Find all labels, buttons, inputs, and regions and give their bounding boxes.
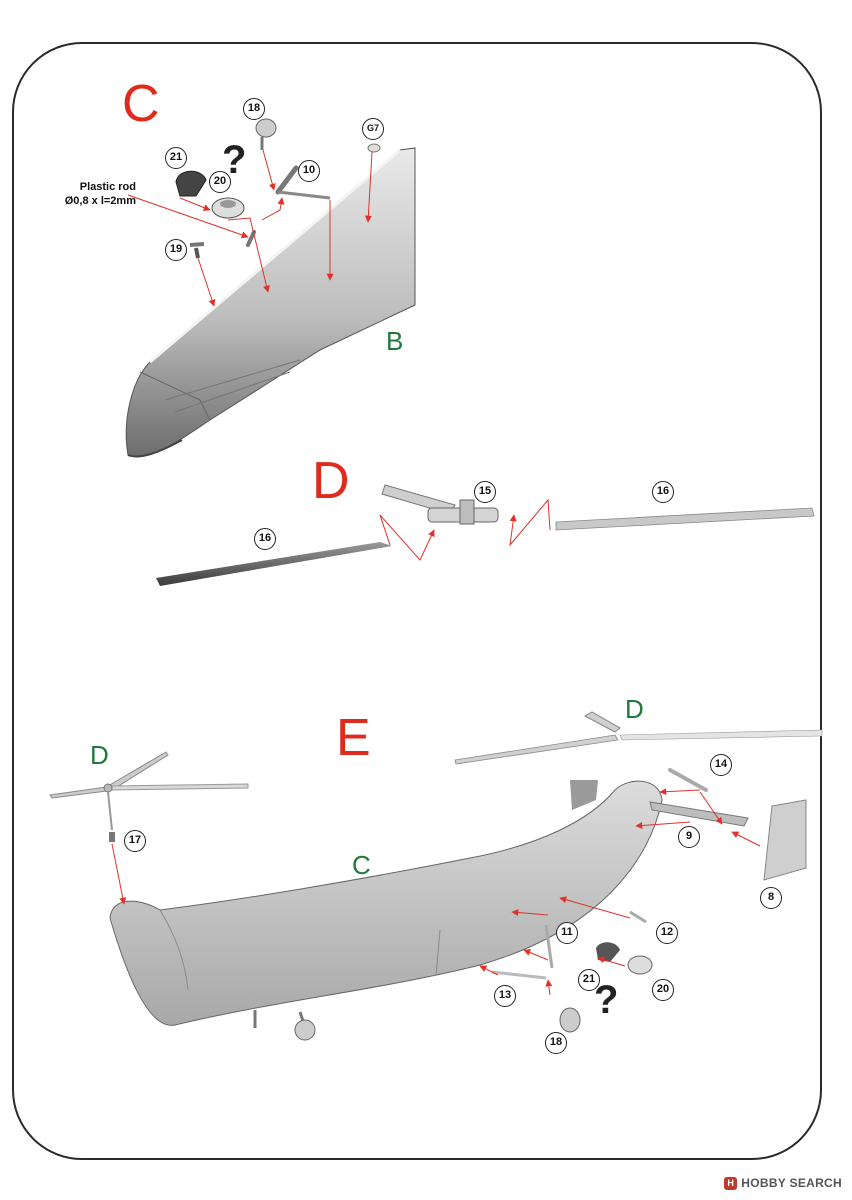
callout-15: 15 xyxy=(474,481,496,503)
watermark-logo-icon: H xyxy=(724,1176,738,1190)
plastic-rod-piece xyxy=(246,230,256,247)
callout-16-left: 16 xyxy=(254,528,276,550)
rotor-blade-16-left xyxy=(156,542,392,586)
page-border xyxy=(12,42,822,1160)
step-label-e: E xyxy=(336,709,371,767)
rear-rotor xyxy=(454,711,823,765)
landing-gear-parts xyxy=(491,924,653,1033)
callout-11: 11 xyxy=(556,922,578,944)
callout-17: 17 xyxy=(124,830,146,852)
section-c-arrows xyxy=(127,149,373,307)
callout-9: 9 xyxy=(678,826,700,848)
sub-label-d-rear: D xyxy=(625,694,644,724)
callout-10: 10 xyxy=(298,160,320,182)
part-19-pin xyxy=(189,242,205,259)
part-20-cap xyxy=(211,197,245,219)
callout-14: 14 xyxy=(710,754,732,776)
part-9-stabilizer xyxy=(649,801,749,827)
callout-12: 12 xyxy=(656,922,678,944)
sub-label-c: C xyxy=(352,850,371,880)
fuselage-full xyxy=(109,780,663,1041)
part-g7-disc xyxy=(367,143,381,153)
part-12-rod xyxy=(629,910,647,924)
callout-20-e: 20 xyxy=(652,979,674,1001)
plastic-rod-note: Plastic rod Ø0,8 x l=2mm xyxy=(32,180,136,208)
sub-label-d-front: D xyxy=(90,740,109,770)
front-rotor xyxy=(49,751,249,842)
callout-21: 21 xyxy=(165,147,187,169)
watermark-text: HOBBY SEARCH xyxy=(741,1176,842,1190)
section-e-arrows xyxy=(111,788,761,996)
rotor-blade-16-right xyxy=(555,507,815,531)
callout-18: 18 xyxy=(243,98,265,120)
section-d-arrows xyxy=(379,498,551,561)
part-14-strut xyxy=(668,768,708,792)
plastic-rod-note-line1: Plastic rod xyxy=(79,181,136,193)
callout-18-e: 18 xyxy=(545,1032,567,1054)
part-10-strut xyxy=(275,165,331,200)
step-label-d: D xyxy=(312,452,350,510)
callout-21-e: 21 xyxy=(578,969,600,991)
step-label-c: C xyxy=(122,75,160,133)
plastic-rod-note-line2: Ø0,8 x l=2mm xyxy=(64,195,136,207)
callout-8: 8 xyxy=(760,887,782,909)
sub-label-b: B xyxy=(386,326,404,356)
callout-19: 19 xyxy=(165,239,187,261)
callout-g7: G7 xyxy=(362,118,384,140)
part-21-cap xyxy=(175,170,207,197)
question-mark-e: ? xyxy=(594,978,619,1022)
part-8-tail-fin xyxy=(763,799,807,881)
callout-20: 20 xyxy=(209,171,231,193)
watermark: H HOBBY SEARCH xyxy=(724,1176,842,1190)
rotor-head-15 xyxy=(381,484,499,525)
callout-16-right: 16 xyxy=(652,481,674,503)
callout-13: 13 xyxy=(494,985,516,1007)
part-18-wheel-fork xyxy=(255,118,277,150)
fuselage-nose-section xyxy=(125,147,416,458)
